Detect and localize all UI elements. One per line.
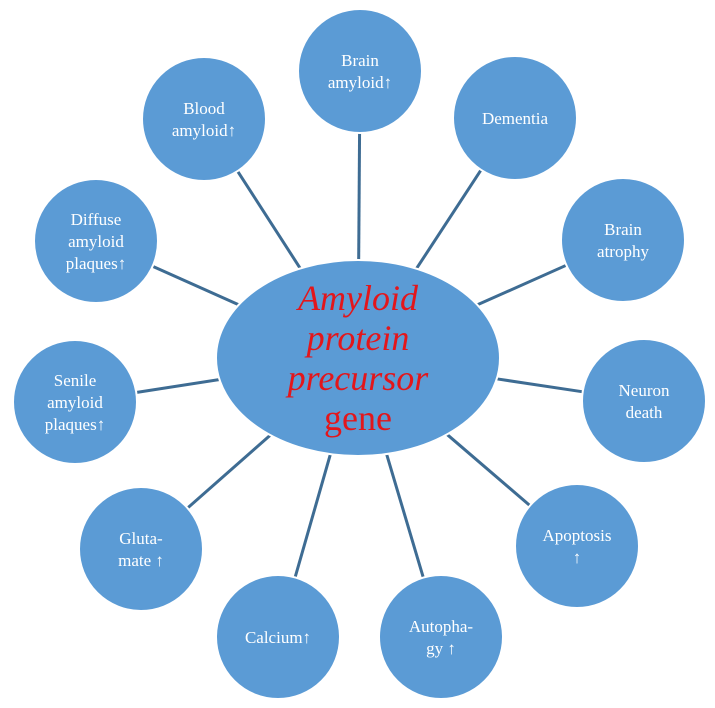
node-brain-amyloid: Brain amyloid↑ xyxy=(297,8,423,134)
node-label-brain-atrophy: Brain xyxy=(604,220,642,239)
spoke-dementia xyxy=(414,168,483,272)
node-circle-neuron-death xyxy=(581,338,707,464)
node-label-blood-amyloid: Blood xyxy=(183,99,225,118)
center-label-line: precursor xyxy=(285,358,430,398)
node-label-autophagy: Autopha- xyxy=(409,617,474,636)
node-label-glutamate: mate ↑ xyxy=(118,551,164,570)
node-label-brain-amyloid: amyloid↑ xyxy=(328,73,392,92)
node-label-calcium: Calcium↑ xyxy=(245,628,311,647)
spokes xyxy=(135,131,584,579)
spoke-blood-amyloid xyxy=(235,169,303,271)
node-circle-glutamate xyxy=(78,486,204,612)
node-label-dementia: Dementia xyxy=(482,109,549,128)
node-apoptosis: Apoptosis ↑ xyxy=(514,483,640,609)
spoke-diffuse-amyloid-plaques xyxy=(151,264,242,307)
node-circle-dementia xyxy=(452,55,578,181)
node-neuron-death: Neuron death xyxy=(581,338,707,464)
node-circle-brain-amyloid xyxy=(297,8,423,134)
node-label-senile-amyloid-plaques: amyloid xyxy=(47,393,103,412)
spoke-brain-atrophy xyxy=(474,263,568,308)
node-label-neuron-death: death xyxy=(626,403,663,422)
node-circle-apoptosis xyxy=(514,483,640,609)
spoke-brain-amyloid xyxy=(357,131,362,263)
node-label-senile-amyloid-plaques: plaques↑ xyxy=(45,415,105,434)
spoke-autophagy xyxy=(384,451,426,579)
node-circle-diffuse-amyloid-plaques xyxy=(33,178,159,304)
node-diffuse-amyloid-plaques: Diffuse amyloid plaques↑ xyxy=(33,178,159,304)
node-circle-brain-atrophy xyxy=(560,177,686,303)
node-circle-senile-amyloid-plaques xyxy=(12,339,138,465)
center-label-line: gene xyxy=(324,398,392,438)
node-label-apoptosis: Apoptosis xyxy=(543,526,612,545)
node-dementia: Dementia xyxy=(452,55,578,181)
spoke-glutamate xyxy=(185,432,273,510)
node-label-brain-amyloid: Brain xyxy=(341,51,379,70)
node-blood-amyloid: Blood amyloid↑ xyxy=(141,56,267,182)
spoke-neuron-death xyxy=(494,377,584,394)
spoke-senile-amyloid-plaques xyxy=(135,377,222,395)
outer-nodes: Brainamyloid↑DementiaBrainatrophyNeurond… xyxy=(12,8,707,700)
center-ellipse xyxy=(215,259,501,457)
spoke-apoptosis xyxy=(444,431,532,508)
node-label-glutamate: Gluta- xyxy=(119,529,163,548)
node-calcium: Calcium↑ xyxy=(215,574,341,700)
node-circle-calcium xyxy=(215,574,341,700)
node-autophagy: Autopha-gy ↑ xyxy=(378,574,504,700)
node-label-neuron-death: Neuron xyxy=(619,381,670,400)
node-label-diffuse-amyloid-plaques: amyloid xyxy=(68,232,124,251)
spoke-calcium xyxy=(293,451,333,579)
node-circle-blood-amyloid xyxy=(141,56,267,182)
node-label-diffuse-amyloid-plaques: Diffuse xyxy=(71,210,122,229)
center-label-line: Amyloid xyxy=(296,278,419,318)
node-label-brain-atrophy: atrophy xyxy=(597,242,649,261)
node-label-blood-amyloid: amyloid↑ xyxy=(172,121,236,140)
node-senile-amyloid-plaques: Senile amyloid plaques↑ xyxy=(12,339,138,465)
node-label-apoptosis: ↑ xyxy=(573,548,582,567)
node-glutamate: Gluta-mate ↑ xyxy=(78,486,204,612)
node-label-diffuse-amyloid-plaques: plaques↑ xyxy=(66,254,126,273)
node-label-autophagy: gy ↑ xyxy=(426,639,456,658)
node-circle-autophagy xyxy=(378,574,504,700)
node-label-senile-amyloid-plaques: Senile xyxy=(54,371,97,390)
center-label-line: protein xyxy=(304,318,410,358)
node-brain-atrophy: Brain atrophy xyxy=(560,177,686,303)
